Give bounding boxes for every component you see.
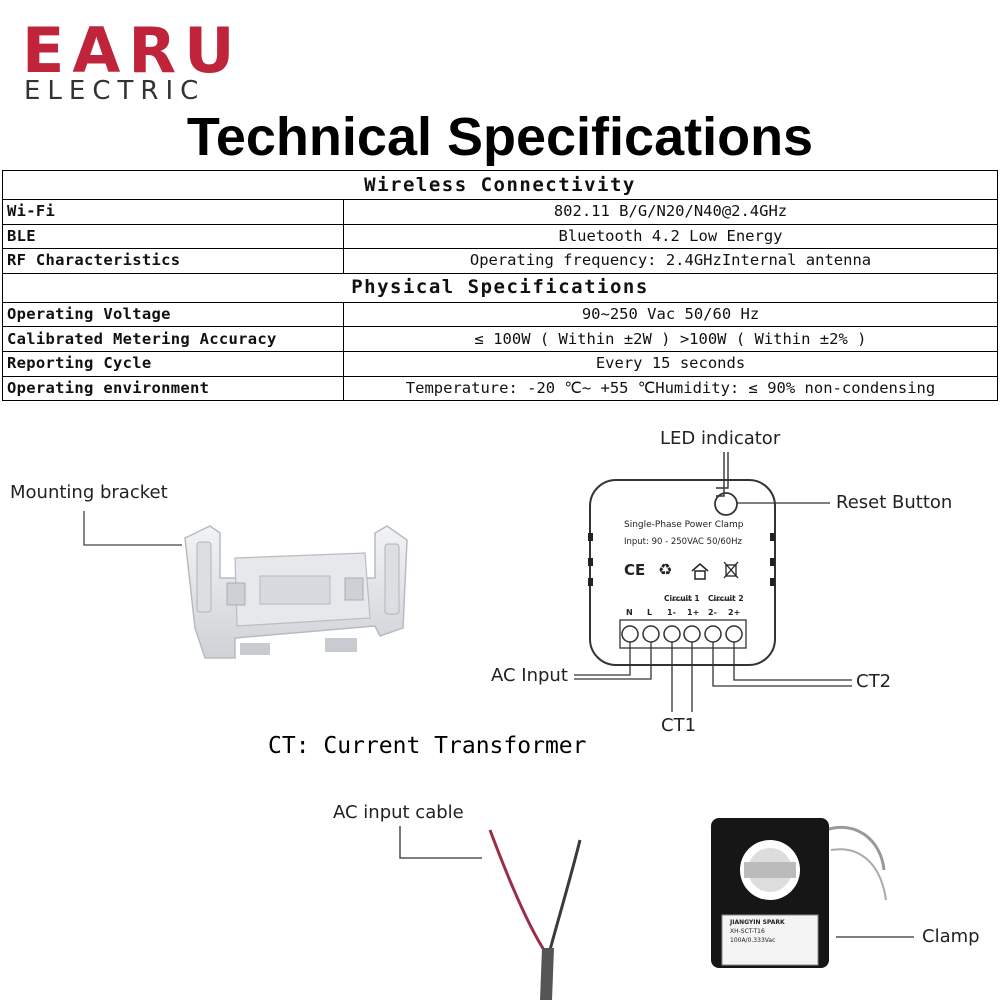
spec-label: Wi-Fi (2, 199, 344, 225)
ac-input-cable-image (488, 829, 582, 1000)
clamp-label-rating: 100A/0.333Vac (730, 937, 776, 944)
power-clamp-device (588, 479, 776, 666)
section-header-row: Wireless Connectivity (2, 170, 998, 200)
ct2-label: CT2 (856, 671, 892, 692)
device-input-rating: Input: 90 - 250VAC 50/60Hz (624, 537, 743, 547)
device-title: Single-Phase Power Clamp (624, 520, 744, 530)
ct1-label: CT1 (661, 715, 697, 736)
terminal-label-1-minus: 1- (667, 608, 676, 617)
clamp-image (711, 818, 887, 968)
terminal-l (642, 625, 660, 643)
terminal-label-1-plus: 1+ (687, 608, 700, 617)
table-row: Operating Voltage 90~250 Vac 50/60 Hz (2, 301, 998, 328)
terminal-n (621, 625, 639, 643)
clamp-label: Clamp (922, 926, 980, 947)
spec-table: Wireless Connectivity Wi-Fi 802.11 B/G/N… (2, 170, 998, 402)
circuit-1-label: Circuit 1 (664, 594, 700, 603)
brand-logo-name: EARU (22, 14, 243, 87)
page-title: Technical Specifications (186, 107, 814, 167)
table-row: Operating environment Temperature: -20 ℃… (2, 375, 998, 402)
spec-value: Every 15 seconds (343, 350, 998, 377)
recycle-icon: ♻ (658, 560, 673, 579)
reset-button-icon (714, 492, 738, 516)
ct-definition-note: CT: Current Transformer (268, 733, 587, 759)
spec-label: RF Characteristics (2, 248, 344, 274)
spec-label: Calibrated Metering Accuracy (2, 326, 344, 352)
table-row: RF Characteristics Operating frequency: … (2, 248, 998, 274)
spec-value: Bluetooth 4.2 Low Energy (343, 223, 998, 250)
terminal-label-l: L (647, 608, 653, 617)
circuit-2-label: Circuit 2 (708, 594, 744, 603)
ce-mark: CE (624, 561, 646, 579)
brand-logo-subtitle: ELECTRIC (24, 76, 206, 106)
table-row: Calibrated Metering Accuracy ≤ 100W ( Wi… (2, 326, 998, 352)
terminal-label-2-minus: 2- (708, 608, 717, 617)
house-icon (691, 563, 709, 580)
spec-label: BLE (2, 223, 344, 250)
bracket-leader-line (83, 511, 182, 546)
clamp-label-brand: JIANGYIN SPARK (730, 919, 785, 926)
ac-input-cable-label: AC input cable (333, 802, 464, 823)
mounting-bracket-image (184, 525, 408, 659)
table-row: BLE Bluetooth 4.2 Low Energy (2, 223, 998, 250)
mounting-bracket-label: Mounting bracket (10, 482, 168, 503)
terminal-label-n: N (626, 608, 633, 617)
spec-value: ≤ 100W ( Within ±2W ) >100W ( Within ±2%… (343, 326, 998, 352)
table-row: Reporting Cycle Every 15 seconds (2, 350, 998, 377)
ac-input-label: AC Input (491, 665, 568, 686)
section-header-row: Physical Specifications (2, 272, 998, 303)
weee-bin-icon (723, 561, 739, 579)
section-heading: Wireless Connectivity (2, 170, 998, 200)
spec-value: 90~250 Vac 50/60 Hz (343, 301, 998, 328)
terminal-1-plus (683, 625, 701, 643)
section-heading: Physical Specifications (2, 272, 998, 303)
terminal-1-minus (663, 625, 681, 643)
spec-label: Operating Voltage (2, 301, 344, 328)
spec-value: Temperature: -20 ℃~ +55 ℃Humidity: ≤ 90%… (343, 375, 998, 402)
led-indicator-label: LED indicator (660, 428, 781, 449)
terminal-label-2-plus: 2+ (728, 608, 741, 617)
terminal-2-plus (725, 625, 743, 643)
clamp-label-model: XH-SCT-T16 (730, 928, 765, 935)
terminal-2-minus (704, 625, 722, 643)
reset-button-label: Reset Button (836, 492, 953, 513)
spec-label: Operating environment (2, 375, 344, 402)
